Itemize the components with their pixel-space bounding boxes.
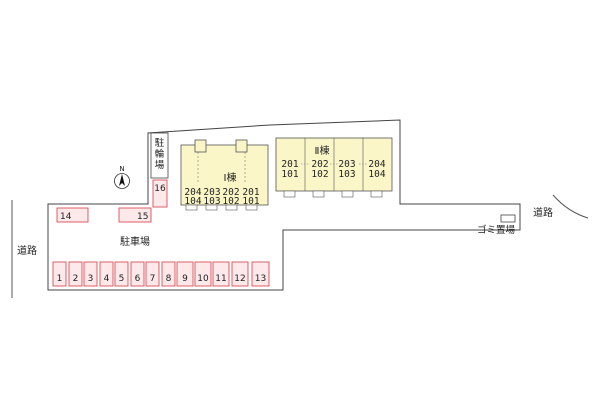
parking-lot-label: 駐車場 — [120, 235, 150, 248]
building-2-base-4 — [370, 190, 383, 198]
building-2-base-3 — [341, 190, 354, 198]
parking-spot — [152, 179, 168, 208]
room-number-upper: 204 — [184, 187, 201, 198]
room-number-lower: 102 — [311, 169, 328, 180]
parking-spot — [251, 261, 270, 287]
parking-spot — [68, 261, 83, 287]
parking-spot-number: 9 — [182, 274, 188, 284]
parking-spot — [83, 261, 98, 287]
room-number-lower: 101 — [242, 196, 259, 207]
bicycle-parking-label: 駐輪場 — [155, 137, 165, 171]
building-2-label: Ⅱ棟 — [315, 144, 330, 157]
parking-spot-number: 12 — [234, 274, 245, 284]
north-arrow-icon: N — [114, 165, 130, 189]
room-number-lower: 103 — [338, 169, 355, 180]
room-number-lower: 104 — [368, 169, 385, 180]
garbage-box — [500, 214, 516, 223]
parking-spot-number: 7 — [150, 274, 156, 284]
room-number-lower: 102 — [222, 196, 239, 207]
parking-spot-number: 14 — [60, 212, 72, 222]
parking-spot-number: 16 — [154, 184, 166, 194]
parking-spot — [118, 207, 152, 223]
parking-spot-number: 13 — [255, 274, 266, 284]
bicycle-char: 輪 — [155, 148, 165, 160]
building-1-base-1 — [185, 204, 198, 211]
parking-spot-number: 3 — [88, 274, 94, 284]
parking-spot — [161, 261, 176, 287]
bicycle-char: 場 — [155, 159, 165, 171]
parking-spot-number: 4 — [104, 274, 110, 284]
building-1-label: Ⅰ棟 — [224, 171, 237, 184]
parking-spot — [130, 261, 145, 287]
parking-spot — [114, 261, 129, 287]
building-1-body — [180, 144, 269, 206]
room-number-lower: 104 — [184, 196, 201, 207]
room-number-lower: 101 — [281, 169, 298, 180]
right-road-line — [552, 194, 589, 219]
parking-spot — [176, 261, 194, 287]
room-number-upper: 201 — [281, 159, 298, 170]
room-number-lower: 103 — [203, 196, 220, 207]
building-1-base-2 — [205, 204, 218, 211]
parking-spot-number: 15 — [137, 212, 148, 222]
north-label: N — [119, 165, 124, 173]
parking-spot — [56, 207, 89, 223]
parking-spot — [99, 261, 114, 287]
building-1-base-4 — [245, 204, 258, 211]
parking-spot-number: 11 — [215, 274, 226, 284]
parking-spot-number: 6 — [135, 274, 141, 284]
building-1-stair-right — [235, 139, 248, 153]
bicycle-char: 駐 — [155, 137, 165, 149]
parking-spot — [231, 261, 249, 287]
parking-spots-upper: 14 15 — [56, 207, 152, 223]
road-label-right: 道路 — [533, 206, 553, 219]
parking-spot-number: 8 — [166, 274, 172, 284]
building-1-stair-left — [194, 139, 207, 153]
room-number-upper: 204 — [368, 159, 385, 170]
parking-spot — [52, 261, 67, 287]
building-1-base-3 — [225, 204, 238, 211]
road-label-left: 道路 — [17, 244, 37, 257]
room-number-upper: 202 — [311, 159, 328, 170]
room-number-upper: 203 — [338, 159, 355, 170]
room-number-upper: 203 — [203, 187, 220, 198]
parking-spot-number: 10 — [197, 274, 209, 284]
parking-spot — [212, 261, 230, 287]
bicycle-parking-box — [150, 132, 169, 179]
parking-spot-number: 1 — [57, 274, 63, 284]
parking-spot-number: 2 — [73, 274, 79, 284]
building-2-base-2 — [312, 190, 325, 198]
parking-spot — [145, 261, 160, 287]
parking-spot-number: 5 — [119, 274, 125, 284]
garbage-label: ゴミ置場 — [477, 224, 516, 236]
building-2-base-1 — [283, 190, 296, 198]
room-number-upper: 201 — [242, 187, 259, 198]
parking-spot-side: 16 — [152, 179, 168, 208]
parking-spot — [194, 261, 212, 287]
room-number-upper: 202 — [222, 187, 239, 198]
